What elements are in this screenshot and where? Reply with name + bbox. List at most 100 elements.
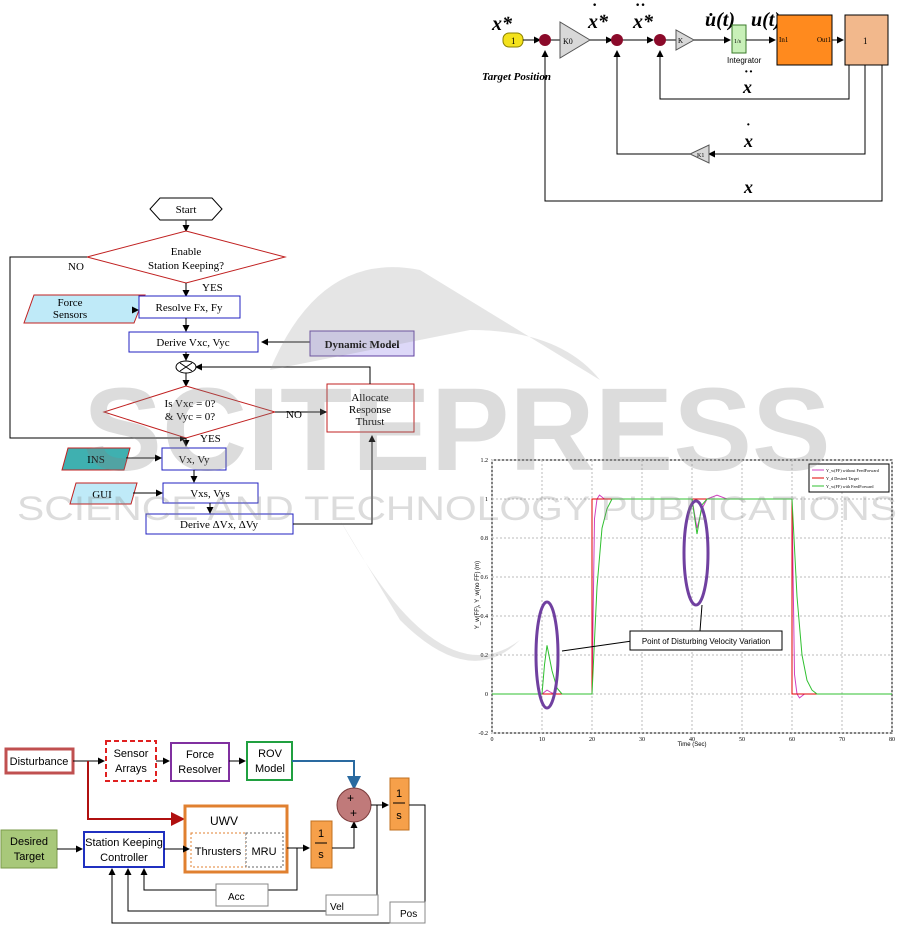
xddot-star-label: x*: [632, 11, 654, 33]
x-tick-label: 80: [889, 737, 895, 743]
svg-text:UWV: UWV: [210, 814, 238, 828]
sum-junction-3: [654, 34, 666, 46]
integrator-block: [731, 24, 747, 54]
svg-text:K: K: [678, 37, 683, 45]
svg-text:Force: Force: [57, 297, 82, 309]
transfer-block: [844, 14, 889, 66]
x-tick-label: 20: [589, 737, 595, 743]
mru-block: [245, 832, 284, 868]
svg-text:Is Vxc = 0?: Is Vxc = 0?: [165, 398, 216, 410]
force-resolver-block: [170, 742, 230, 782]
svg-text:Sensor: Sensor: [114, 748, 149, 760]
simulink-diagram: x* 1 K0 x* · x* ·· K u̇(t) 1/s Integrato…: [482, 0, 889, 202]
dynamic-model: [309, 330, 415, 357]
y-tick-label: 0: [485, 692, 488, 698]
svg-text:Resolver: Resolver: [178, 764, 222, 776]
svg-text:Out1: Out1: [817, 36, 832, 44]
force-sensors-input: [23, 294, 146, 324]
svg-text:Controller: Controller: [100, 852, 148, 864]
svg-text:Resolve Fx, Fy: Resolve Fx, Fy: [156, 302, 223, 314]
svg-text:1: 1: [396, 788, 402, 800]
svg-text:In1: In1: [779, 36, 789, 44]
svg-text:Response: Response: [349, 404, 391, 416]
y-axis-label: Y_w(FF), Y_w(no FF) (m): [475, 561, 481, 629]
integrator-2: [389, 777, 410, 831]
svg-text:Arrays: Arrays: [115, 763, 147, 775]
no-label-1: NO: [68, 261, 84, 273]
plant-subsystem: [776, 14, 833, 66]
acc-label-box: [215, 883, 269, 907]
gain-k0: [559, 21, 591, 59]
svg-text:Target: Target: [14, 851, 45, 863]
svg-text:Dynamic Model: Dynamic Model: [325, 339, 400, 351]
rov-model-block: [246, 741, 293, 781]
target-position-label: Target Position: [482, 71, 551, 83]
svg-text:1: 1: [863, 36, 868, 46]
annotation-text: Point of Disturbing Velocity Variation: [642, 637, 770, 646]
svg-text:Force: Force: [186, 749, 214, 761]
ins-input: [61, 447, 131, 471]
allocate-response-thrust: [326, 383, 415, 433]
pos-label: Pos: [400, 909, 417, 920]
sensor-arrays-block: [105, 740, 157, 782]
svg-text:s: s: [318, 849, 324, 861]
annotation-box: [629, 630, 783, 651]
svg-text:& Vyc = 0?: & Vyc = 0?: [165, 411, 215, 423]
sum-junction-2: [611, 34, 623, 46]
annotation-arrow-left: [561, 640, 633, 652]
yes-label-2: YES: [200, 433, 221, 445]
svg-text:Thrust: Thrust: [356, 416, 385, 428]
vel-label-box: [325, 894, 379, 916]
svg-text:Sensors: Sensors: [53, 309, 87, 321]
svg-text:GUI: GUI: [92, 489, 112, 501]
gain-k: [675, 29, 696, 51]
svg-text:s: s: [396, 810, 402, 822]
start-node: [149, 197, 223, 221]
x-tick-label: 70: [839, 737, 845, 743]
svg-text:Disturbance: Disturbance: [10, 756, 69, 768]
u-dot-label: u̇(t): [705, 9, 735, 31]
y-tick-label: -0.2: [479, 731, 489, 737]
y-tick-label: 0.8: [481, 536, 489, 542]
block-diagram: Disturbance Sensor Arrays Force Resolver…: [0, 740, 426, 924]
x-axis-label: Time (Sec): [677, 742, 706, 748]
svg-text:Enable: Enable: [171, 246, 202, 258]
svg-text:Model: Model: [255, 763, 285, 775]
yes-label-1: YES: [202, 282, 223, 294]
x-tick-label: 0: [491, 737, 494, 743]
annotation-ellipse-left: [534, 600, 560, 710]
vel-label: Vel: [330, 902, 344, 913]
x-tick-label: 40: [689, 737, 695, 743]
y-tick-label: 1: [485, 497, 488, 503]
x-tick-label: 10: [539, 737, 545, 743]
x-tick-label: 30: [639, 737, 645, 743]
x-fb-label: x: [743, 177, 753, 197]
svg-text:Station Keeping: Station Keeping: [85, 837, 163, 849]
integrator-label: Integrator: [727, 56, 762, 65]
gain-k1: [688, 144, 710, 164]
input-label: x*: [491, 13, 513, 35]
flowchart: Start Enable Station Keeping? NO YES For…: [9, 197, 415, 535]
svg-text:Desired: Desired: [10, 836, 48, 848]
svg-text:··: ··: [635, 0, 646, 14]
svg-text:K1: K1: [697, 153, 704, 159]
svg-text:1: 1: [318, 828, 324, 840]
svg-text:Derive ΔVx, ΔVy: Derive ΔVx, ΔVy: [180, 519, 258, 531]
annotation-ellipse-right: [682, 499, 710, 607]
source-value: 1: [511, 36, 516, 46]
x-tick-label: 60: [789, 737, 795, 743]
svg-text:·: ·: [592, 0, 597, 14]
svg-text:+: +: [350, 806, 357, 820]
pos-label-box: [389, 901, 426, 924]
derive-vxc-vyc: [128, 331, 259, 353]
svg-text:K0: K0: [563, 37, 573, 46]
y-tick-label: 0.6: [481, 575, 489, 581]
resolve-fx-fy: [138, 295, 241, 319]
acc-label: Acc: [228, 892, 245, 903]
legend-entry: Y_w(FF) without FeedForward: [826, 468, 880, 473]
legend-entry: Y_w(FF) with FeedForward: [826, 484, 874, 489]
y-tick-label: 0.2: [481, 653, 489, 659]
svg-text:Allocate: Allocate: [351, 392, 388, 404]
y-tick-label: 0.4: [481, 614, 489, 620]
svg-text:Start: Start: [176, 204, 197, 216]
